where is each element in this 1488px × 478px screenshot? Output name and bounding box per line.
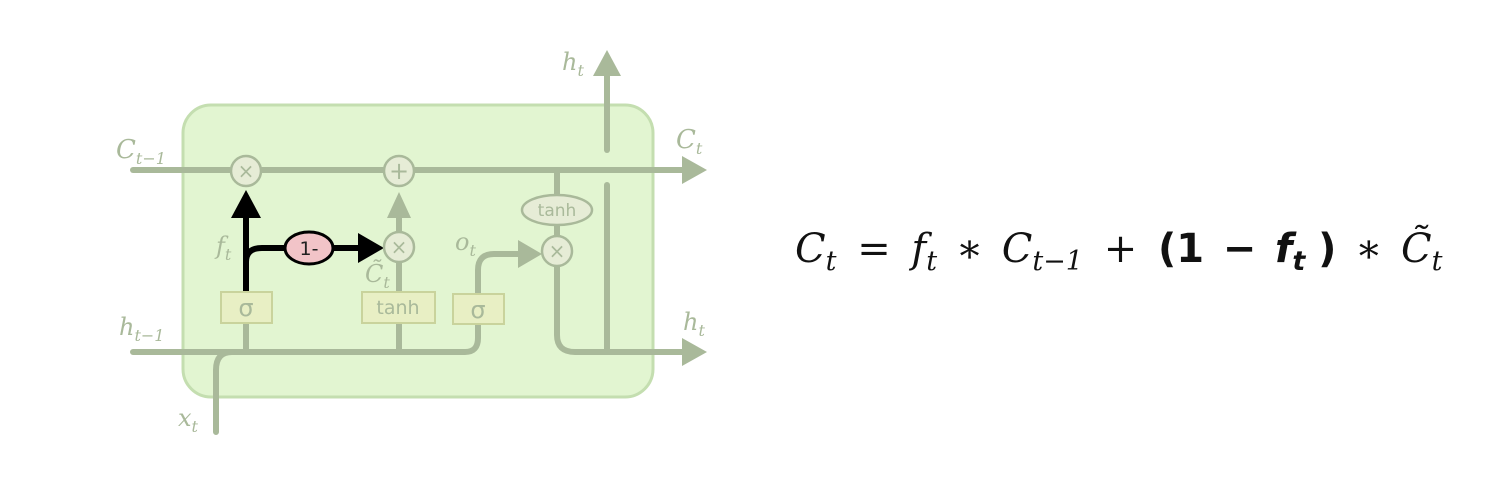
one-minus-arrowhead [358, 233, 384, 263]
label-x-in: xt [178, 404, 199, 436]
candidate-tanh-label: tanh [376, 297, 419, 319]
forget-mult-symbol: × [238, 159, 255, 183]
output-sigma-label: σ [470, 296, 485, 324]
add-circle [382, 154, 416, 188]
forget-sigma-label: σ [238, 294, 253, 322]
output-mult-circle [540, 234, 574, 268]
variable-labels: Ct−1 Ct ht ht ht−1 xt ft ot C̃t [116, 48, 705, 436]
label-c-prev: Ct−1 [116, 135, 166, 168]
tanh-output-label: tanh [538, 201, 577, 221]
eq-equals: = [857, 226, 891, 272]
highlight-arrowheads [231, 190, 384, 263]
eq-one-minus-term: ( [1158, 226, 1176, 272]
forget-sigma-box [220, 291, 273, 324]
highlight-paths [243, 218, 360, 292]
tanh-output-ellipse [520, 193, 594, 227]
pointwise-ops: × + × × [229, 154, 574, 268]
h-top-arrowhead [593, 50, 621, 76]
label-c-out: Ct [676, 125, 703, 158]
label-h-right: ht [683, 308, 705, 340]
faded-arrowheads [387, 50, 707, 366]
one-minus-ellipse [283, 230, 335, 266]
output-arrowhead [518, 240, 542, 268]
output-mult-symbol: × [549, 239, 566, 263]
equation: Ct = ft ∗ Ct−1 + (1 − ft ) ∗ C̃t [795, 225, 1443, 280]
one-minus-highlight-path [243, 245, 286, 263]
candidate-tanh-box [361, 291, 436, 324]
label-h-prev: ht−1 [119, 313, 164, 345]
output-sigma-box [452, 293, 505, 325]
x-input-line [213, 349, 235, 435]
label-h-top: ht [562, 48, 584, 80]
forget-highlight-arrowhead [231, 190, 261, 218]
label-c-tilde: C̃t [365, 260, 390, 292]
one-minus-label: 1- [300, 238, 319, 260]
output-path [554, 167, 687, 355]
cell-state-arrowhead [682, 156, 707, 184]
forget-mult-circle [229, 154, 263, 188]
add-symbol: + [389, 157, 409, 185]
gate-boxes: σ tanh σ [220, 291, 505, 325]
candidate-mult-circle [382, 230, 416, 264]
candidate-arrowhead [387, 192, 411, 218]
label-o-gate: ot [455, 228, 476, 260]
lstm-cell-body [181, 103, 655, 399]
candidate-mult-symbol: × [391, 235, 408, 259]
h-right-arrowhead [682, 338, 707, 366]
eq-lhs: C [795, 226, 826, 272]
